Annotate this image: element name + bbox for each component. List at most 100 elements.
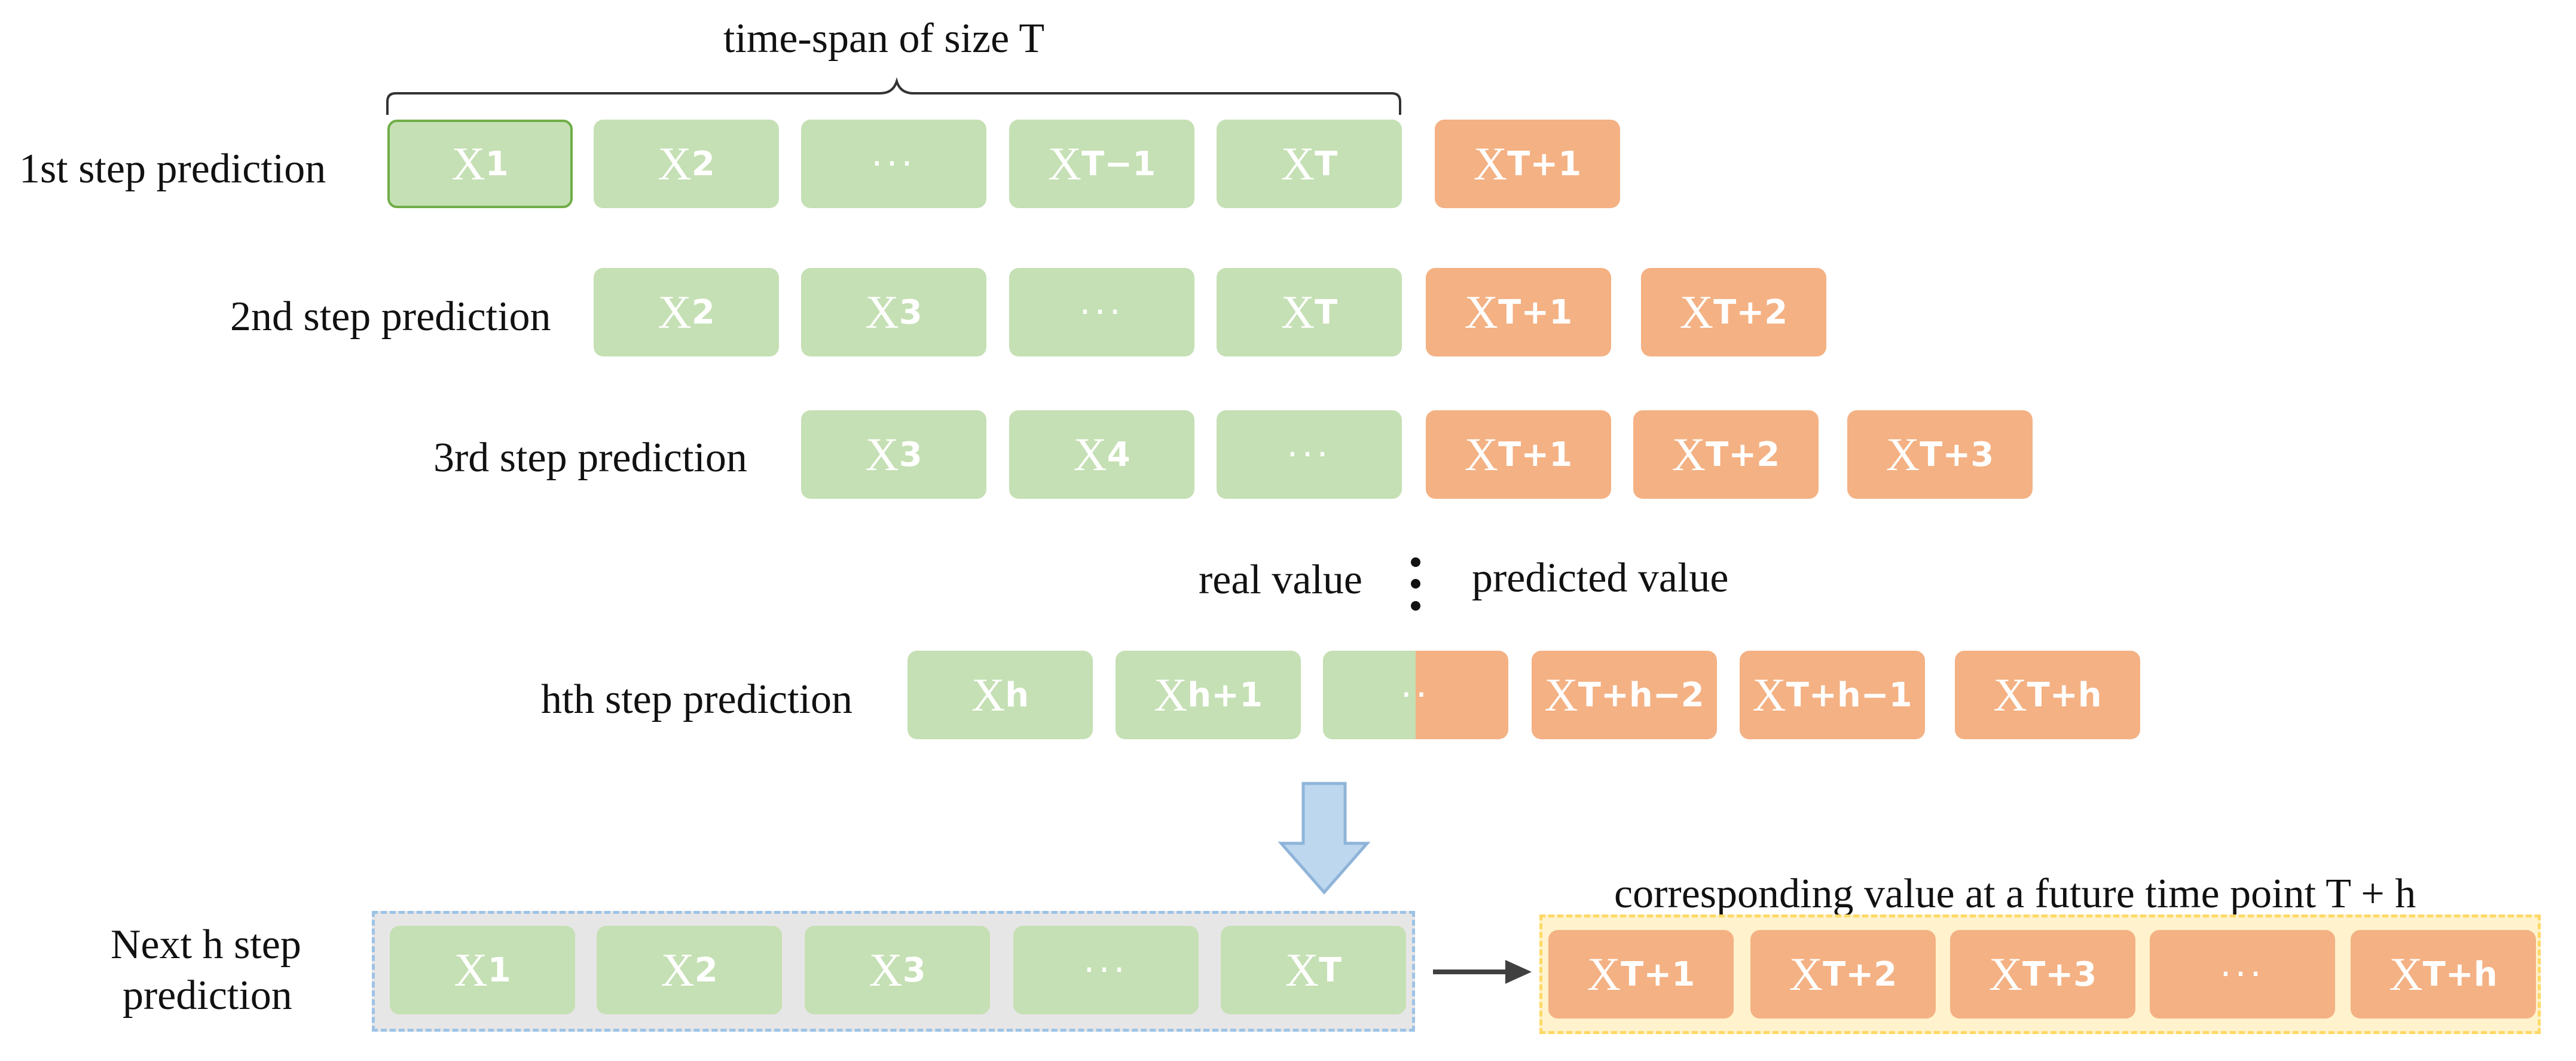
step3-cell-3: ··· bbox=[1217, 410, 1402, 499]
variable-subscript: 4 bbox=[1107, 435, 1130, 474]
variable-symbol: X bbox=[1544, 669, 1578, 721]
legend-dot-top bbox=[1411, 557, 1420, 567]
variable-subscript: 3 bbox=[902, 950, 926, 990]
ellipsis: ·· bbox=[1400, 674, 1431, 716]
variable-subscript: T+1 bbox=[1621, 955, 1695, 994]
variable-symbol: X bbox=[869, 944, 903, 996]
variable-subscript: 3 bbox=[899, 435, 922, 474]
future-caption: corresponding value at a future time poi… bbox=[1614, 871, 2416, 917]
variable-subscript: T+h−1 bbox=[1786, 675, 1912, 715]
variable-symbol: X bbox=[1281, 286, 1315, 338]
down-arrow-icon bbox=[1278, 782, 1371, 895]
variable-symbol: X bbox=[1073, 428, 1107, 480]
variable-symbol: X bbox=[1789, 948, 1823, 1000]
time-span-title: time-span of size T bbox=[723, 16, 1045, 62]
variable-symbol: X bbox=[658, 138, 692, 190]
row-label-step2: 2nd step prediction bbox=[230, 294, 551, 340]
variable-symbol: X bbox=[2389, 948, 2423, 1000]
variable-subscript: 2 bbox=[691, 292, 715, 332]
row-label-step1: 1st step prediction bbox=[19, 146, 326, 192]
variable-subscript: 1 bbox=[485, 144, 509, 184]
row-label-next-line1: Next h step bbox=[111, 922, 301, 968]
variable-symbol: X bbox=[1993, 669, 2027, 721]
variable-symbol: X bbox=[1988, 948, 2023, 1000]
variable-subscript: 2 bbox=[691, 144, 715, 184]
variable-symbol: X bbox=[1886, 428, 1920, 480]
variable-symbol: X bbox=[454, 944, 488, 996]
variable-symbol: X bbox=[1153, 669, 1188, 721]
legend-dot-bottom bbox=[1411, 601, 1420, 611]
variable-symbol: X bbox=[658, 286, 692, 338]
variable-subscript: 1 bbox=[487, 950, 511, 990]
ellipsis: ··· bbox=[1083, 949, 1129, 991]
row-label-steph: hth step prediction bbox=[541, 676, 853, 722]
ellipsis: ··· bbox=[1287, 434, 1332, 475]
step2-cell-3: ··· bbox=[1009, 268, 1194, 356]
variable-symbol: X bbox=[1752, 669, 1786, 721]
variable-symbol: X bbox=[865, 428, 899, 480]
variable-subscript: T+1 bbox=[1498, 435, 1573, 474]
variable-subscript: T+h bbox=[2422, 955, 2498, 994]
variable-symbol: X bbox=[661, 944, 695, 996]
variable-subscript: T+2 bbox=[1823, 955, 1897, 994]
next-output-cell-4: ··· bbox=[2150, 930, 2335, 1019]
row-label-step3: 3rd step prediction bbox=[433, 435, 747, 481]
variable-subscript: T+h bbox=[2027, 675, 2102, 715]
variable-symbol: X bbox=[1672, 428, 1706, 480]
variable-subscript: T bbox=[1315, 292, 1338, 332]
legend-dot-middle bbox=[1411, 579, 1420, 589]
variable-subscript: T bbox=[1319, 950, 1342, 990]
time-span-brace bbox=[386, 77, 1401, 115]
ellipsis: ··· bbox=[1079, 291, 1124, 333]
variable-symbol: X bbox=[1473, 138, 1508, 190]
ellipsis: ··· bbox=[871, 143, 916, 185]
step1-cell-3: ··· bbox=[801, 120, 986, 208]
ellipsis: ··· bbox=[2220, 953, 2265, 995]
variable-symbol: X bbox=[971, 669, 1006, 721]
variable-symbol: X bbox=[1047, 138, 1082, 190]
variable-symbol: X bbox=[1679, 286, 1714, 338]
variable-subscript: T−1 bbox=[1081, 144, 1156, 184]
variable-subscript: T+3 bbox=[1920, 435, 1994, 474]
variable-symbol: X bbox=[865, 286, 899, 338]
variable-symbol: X bbox=[1464, 286, 1499, 338]
variable-symbol: X bbox=[1587, 948, 1621, 1000]
variable-symbol: X bbox=[1281, 138, 1315, 190]
variable-subscript: h+1 bbox=[1187, 675, 1263, 715]
variable-symbol: X bbox=[1285, 944, 1319, 996]
legend-real-value: real value bbox=[1199, 557, 1362, 603]
variable-subscript: T+2 bbox=[1713, 292, 1788, 332]
variable-symbol: X bbox=[451, 138, 485, 190]
variable-subscript: T+1 bbox=[1507, 144, 1582, 184]
variable-subscript: T+h−2 bbox=[1578, 675, 1704, 715]
right-arrow-head-icon bbox=[1505, 960, 1532, 984]
next-input-cell-4: ··· bbox=[1013, 926, 1199, 1014]
variable-symbol: X bbox=[1464, 428, 1499, 480]
